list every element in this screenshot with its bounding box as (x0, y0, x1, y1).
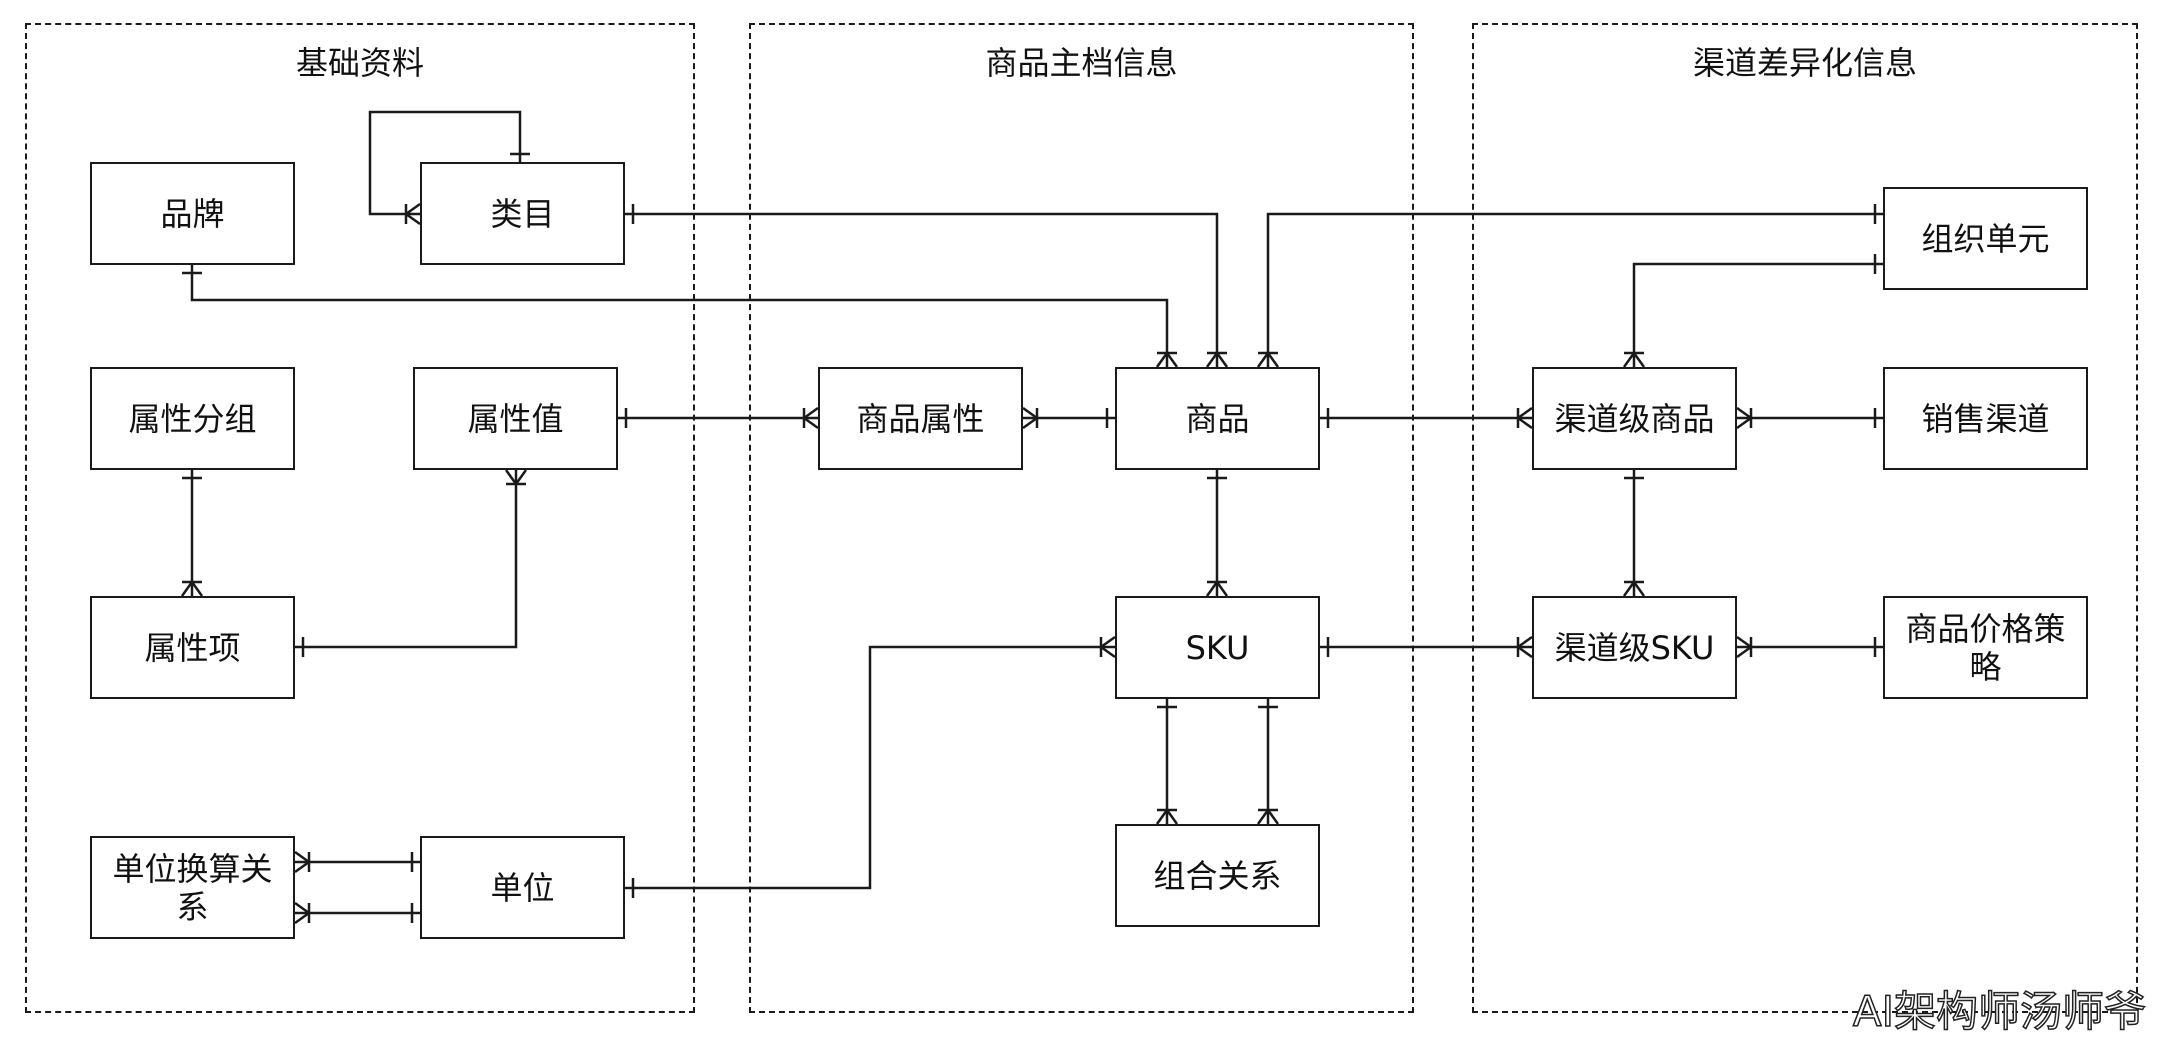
entity-attr-value[interactable]: 属性值 (413, 367, 618, 470)
rel-product-productattr-many-foot-b (1022, 416, 1038, 430)
rel-org-product-many-foot-a (1256, 352, 1270, 368)
entity-sku[interactable]: SKU (1115, 596, 1320, 699)
rel-org-product (1266, 212, 1883, 367)
rel-price-channelsku-many-foot-b (1736, 645, 1752, 659)
rel-sku-combo-b-many-foot-b (1266, 809, 1280, 825)
group-basic-title: 基础资料 (295, 44, 424, 82)
rel-unit-sku (625, 645, 1115, 890)
rel-unit-sku-many-foot-b (1100, 635, 1116, 649)
rel-saleschannel-channelproduct-many-foot-b (1736, 416, 1752, 430)
entity-channel-product[interactable]: 渠道级商品 (1532, 367, 1737, 470)
rel-unit-unitconv-a-many-foot-b (294, 860, 310, 874)
group-master-frame (749, 23, 1414, 1013)
rel-brand-product-many-foot-a (1155, 352, 1169, 368)
rel-attrgroup-attritem-many-foot-b (190, 581, 204, 597)
rel-attritem-attrvalue (295, 470, 518, 649)
rel-channelproduct-channelsku-many-foot-b (1632, 581, 1646, 597)
rel-channelproduct-channelsku-many-foot-a (1622, 581, 1636, 597)
group-master-title: 商品主档信息 (985, 44, 1178, 82)
rel-sku-combo-a-many-foot-b (1165, 809, 1179, 825)
rel-attrvalue-productattr-many-foot-b (803, 406, 819, 420)
rel-saleschannel-channelproduct-many-foot-a (1736, 406, 1752, 420)
rel-category-self (368, 110, 522, 216)
entity-price-strategy[interactable]: 商品价格策略 (1883, 596, 2088, 699)
entity-attr-item[interactable]: 属性项 (90, 596, 295, 699)
rel-attrvalue-productattr-many-foot-a (803, 416, 819, 430)
rel-category-product-many-foot-a (1205, 352, 1219, 368)
rel-org-product-many-foot-b (1266, 352, 1280, 368)
entity-channel-sku[interactable]: 渠道级SKU (1532, 596, 1737, 699)
rel-sku-channelsku-many-foot-b (1517, 635, 1533, 649)
rel-unit-unitconv-a-many-foot-a (294, 850, 310, 864)
group-channel-frame (1472, 23, 2138, 1013)
rel-product-channelproduct-many-foot-b (1517, 406, 1533, 420)
entity-org-unit[interactable]: 组织单元 (1883, 187, 2088, 290)
rel-attritem-attrvalue-many-foot-a (514, 469, 528, 485)
rel-category-self-many-foot-a (405, 212, 421, 226)
entity-product-attr[interactable]: 商品属性 (818, 367, 1023, 470)
rel-org-channel-product (1632, 262, 1883, 367)
rel-price-channelsku-many-foot-a (1736, 635, 1752, 649)
rel-brand-product-many-foot-b (1165, 352, 1179, 368)
rel-product-productattr-many-foot-a (1022, 406, 1038, 420)
rel-category-self-many-foot-b (405, 202, 421, 216)
entity-product[interactable]: 商品 (1115, 367, 1320, 470)
entity-brand[interactable]: 品牌 (90, 162, 295, 265)
rel-attrgroup-attritem-many-foot-a (180, 581, 194, 597)
group-basic-frame (25, 23, 695, 1013)
rel-product-channelproduct-many-foot-a (1517, 416, 1533, 430)
entity-unit-conversion[interactable]: 单位换算关系 (90, 836, 295, 939)
entity-attr-group[interactable]: 属性分组 (90, 367, 295, 470)
entity-category[interactable]: 类目 (420, 162, 625, 265)
rel-sku-channelsku-many-foot-a (1517, 645, 1533, 659)
rel-product-sku-many-foot-b (1215, 581, 1229, 597)
rel-unit-unitconv-b-many-foot-b (294, 911, 310, 925)
rel-attritem-attrvalue-many-foot-b (504, 469, 518, 485)
rel-category-product-many-foot-b (1215, 352, 1229, 368)
entity-unit[interactable]: 单位 (420, 836, 625, 939)
rel-org-channel-product-many-foot-b (1632, 352, 1646, 368)
rel-unit-sku-many-foot-a (1100, 645, 1116, 659)
group-channel-title: 渠道差异化信息 (1692, 44, 1917, 82)
entity-sales-channel[interactable]: 销售渠道 (1883, 367, 2088, 470)
rel-category-product (625, 212, 1219, 367)
watermark-text: AI架构师汤师爷 (1852, 986, 2147, 1037)
rel-product-sku-many-foot-a (1205, 581, 1219, 597)
rel-unit-unitconv-b-many-foot-a (294, 901, 310, 915)
rel-brand-product (190, 265, 1169, 367)
entity-combo[interactable]: 组合关系 (1115, 824, 1320, 927)
rel-sku-combo-b-many-foot-a (1256, 809, 1270, 825)
rel-org-channel-product-many-foot-a (1622, 352, 1636, 368)
rel-sku-combo-a-many-foot-a (1155, 809, 1169, 825)
